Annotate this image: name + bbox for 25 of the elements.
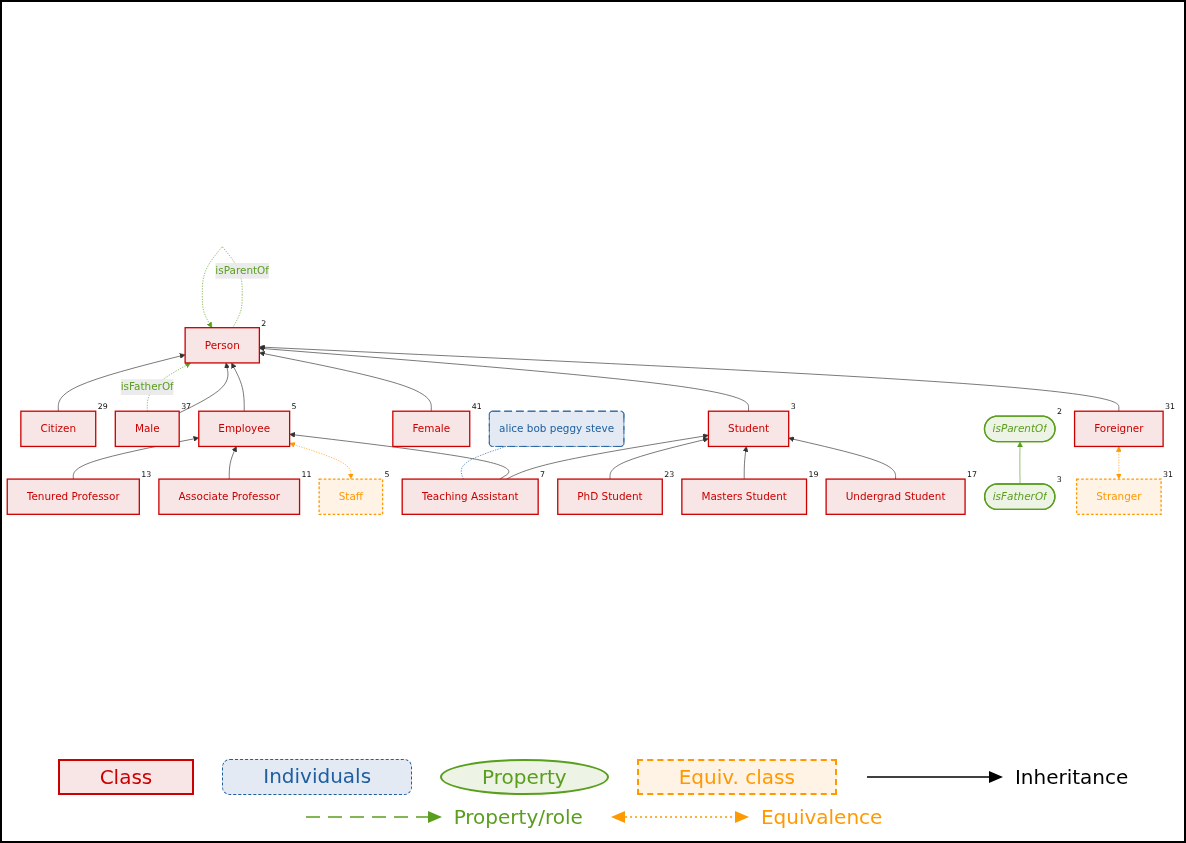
node-box: Associate Professor [158, 478, 301, 515]
node-box: Citizen [20, 410, 97, 448]
node-box: Teaching Assistant [401, 478, 539, 515]
legend-sample: Individuals [222, 759, 413, 795]
node-box: Tenured Professor [6, 478, 140, 515]
legend-label: Equivalence [760, 805, 883, 829]
legend-sample: Equiv. class [636, 759, 837, 795]
legend-sample: Property [440, 759, 609, 795]
connector [460, 446, 506, 480]
node-box: PhD Student [557, 478, 663, 515]
node-box: Foreigner [1073, 410, 1164, 448]
legend-label: Property/role [453, 805, 583, 829]
node-box: Employee [198, 410, 291, 448]
node-box: Student [707, 410, 790, 448]
node-box: Female [392, 410, 471, 448]
edge-label: isFatherOf [120, 380, 174, 393]
node-box: Staff [318, 478, 384, 515]
node-box: Stranger [1075, 478, 1162, 515]
node-box: Male [114, 410, 180, 448]
edge-label: isParentOf [215, 264, 270, 277]
legend-label: Inheritance [1014, 765, 1129, 789]
node-box: Masters Student [681, 478, 808, 515]
node-box: Undergrad Student [825, 478, 966, 515]
node-box: Person [184, 326, 261, 364]
legend-sample: Class [57, 759, 195, 795]
